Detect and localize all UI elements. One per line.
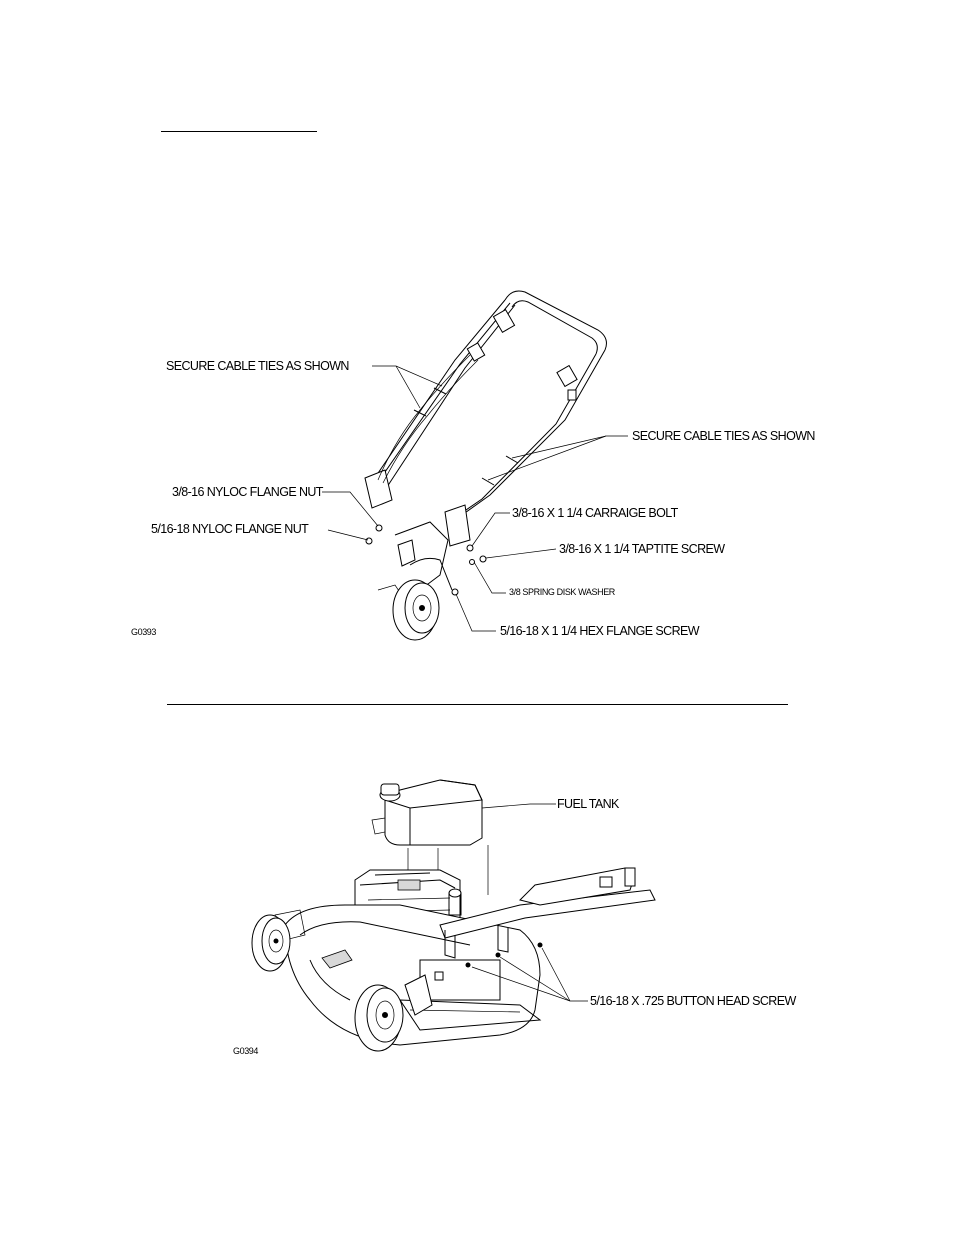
label-38-nyloc-flange-nut: 3/8-16 NYLOC FLANGE NUT [172, 485, 323, 499]
label-516-nyloc-flange-nut: 5/16-18 NYLOC FLANGE NUT [151, 522, 309, 536]
figure-id-g0394: G0394 [233, 1046, 259, 1056]
label-spring-disk-washer: 3/8 SPRING DISK WASHER [509, 587, 615, 597]
label-secure-cable-ties-right: SECURE CABLE TIES AS SHOWN [632, 429, 815, 443]
label-carriage-bolt: 3/8-16 X 1 1/4 CARRAIGE BOLT [512, 506, 678, 520]
title-underline-rule [161, 131, 317, 132]
label-fuel-tank: FUEL TANK [557, 797, 619, 811]
hardware-parts [365, 524, 487, 596]
label-hex-flange-screw: 5/16-18 X 1 1/4 HEX FLANGE SCREW [500, 624, 700, 638]
section-divider-rule [167, 704, 788, 705]
label-button-head-screw: 5/16-18 X .725 BUTTON HEAD SCREW [590, 994, 796, 1008]
handle-frame [364, 290, 607, 547]
label-taptite-screw: 3/8-16 X 1 1/4 TAPTITE SCREW [559, 542, 725, 556]
label-secure-cable-ties-left: SECURE CABLE TIES AS SHOWN [166, 359, 349, 373]
figure-id-g0393: G0393 [131, 627, 157, 637]
leader-lines-figure1 [322, 365, 628, 632]
rear-wheel [392, 579, 440, 641]
